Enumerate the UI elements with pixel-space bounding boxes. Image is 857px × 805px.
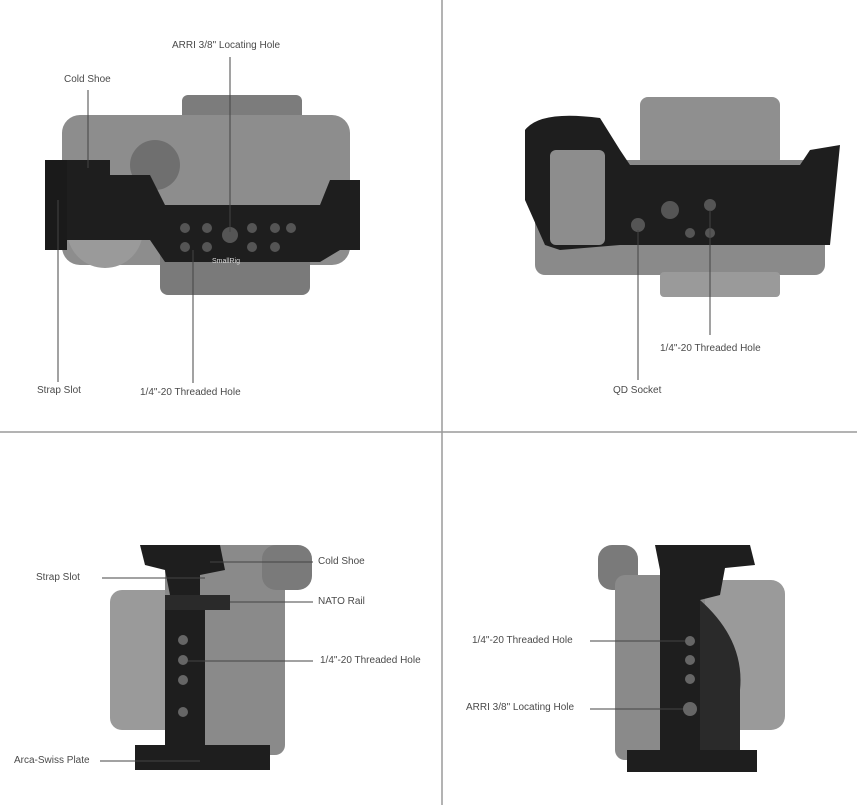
left-side-cage xyxy=(135,545,270,770)
label-arri-locating-hole-top: ARRI 3/8" Locating Hole xyxy=(172,40,281,51)
label-strap-slot-top: Strap Slot xyxy=(37,385,81,396)
brand-logo-text: SmallRig xyxy=(212,258,241,265)
label-cold-shoe-side: Cold Shoe xyxy=(318,556,365,567)
label-threaded-hole-back: 1/4"-20 Threaded Hole xyxy=(660,343,761,354)
label-qd-socket: QD Socket xyxy=(613,385,662,396)
left-side-camera xyxy=(110,545,312,755)
label-strap-slot-side: Strap Slot xyxy=(36,572,80,583)
top-view-cage xyxy=(45,160,360,262)
label-cold-shoe-top: Cold Shoe xyxy=(64,74,111,85)
right-side-cage xyxy=(627,545,757,772)
label-threaded-hole-top: 1/4"-20 Threaded Hole xyxy=(140,387,241,398)
label-arri-locating-hole-right: ARRI 3/8" Locating Hole xyxy=(466,702,575,713)
back-view-cage xyxy=(525,115,840,250)
label-threaded-hole-right: 1/4"-20 Threaded Hole xyxy=(472,635,573,646)
label-nato-rail: NATO Rail xyxy=(318,596,365,607)
label-arca-swiss-plate: Arca-Swiss Plate xyxy=(14,755,90,766)
label-threaded-hole-side: 1/4"-20 Threaded Hole xyxy=(320,655,421,666)
